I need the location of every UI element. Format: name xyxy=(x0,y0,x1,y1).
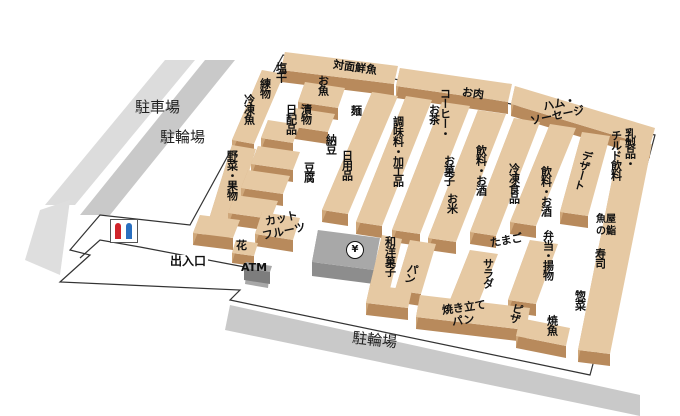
shelf-right-column-front xyxy=(578,350,610,366)
shelf-inryo-2-front xyxy=(510,222,536,238)
shelf-left-1-top xyxy=(251,146,300,170)
shelf-back-ham-front xyxy=(511,104,650,158)
section-shiohoshi: 塩干 xyxy=(274,62,288,82)
shelf-left-2-top xyxy=(241,170,290,194)
section-sakanaya-2: の鮨 xyxy=(596,226,616,237)
shelves xyxy=(193,52,655,366)
section-neri: 練物 xyxy=(258,78,272,98)
section-sozai: 惣菜 xyxy=(573,290,587,310)
shelf-nippai-top xyxy=(261,120,300,143)
shelf-right-column-top xyxy=(578,140,652,354)
shelf-corner-front xyxy=(366,303,408,320)
section-nippai: 日配品 xyxy=(284,104,298,134)
section-natto: 納豆 xyxy=(324,134,338,154)
section-reitou-sakana: 冷凍魚 xyxy=(242,94,256,124)
section-nyuseihin: 乳製品・ xyxy=(623,128,637,168)
shelf-back-fish-top xyxy=(281,52,398,84)
car-parking-strip xyxy=(80,60,235,215)
shelf-wayogashi-top xyxy=(370,235,402,289)
shelf-back-fish-front xyxy=(281,70,394,96)
shelf-yasai-top xyxy=(205,145,256,236)
shelf-pan-top xyxy=(395,240,436,294)
restroom-icon xyxy=(110,219,138,243)
male-icon xyxy=(126,223,132,239)
shelf-shiohoshi-top xyxy=(232,70,284,144)
shelf-dessert-top xyxy=(560,132,610,216)
shelf-back-ham-top xyxy=(511,86,655,146)
car-parking-strip xyxy=(45,60,195,205)
section-sushi: 寿司 xyxy=(593,248,607,268)
section-coffee: コーヒー・ xyxy=(438,88,452,138)
side-walkway xyxy=(25,200,70,275)
shelf-salad-top xyxy=(450,250,498,304)
shelf-hana-top xyxy=(232,240,258,256)
atm-top-front xyxy=(244,268,270,284)
shelf-chomi-top xyxy=(356,96,432,226)
section-hana: 花 xyxy=(236,239,247,252)
shelf-yakitate-front xyxy=(416,317,526,342)
shelf-yakitate-top xyxy=(416,295,530,330)
section-tofu: 豆腐 xyxy=(302,162,316,182)
section-tsukemono: 漬物 xyxy=(299,104,313,124)
section-yasai-kudamono: 野菜・果物 xyxy=(225,150,239,200)
shelf-reitou-front xyxy=(470,232,496,248)
shelf-back-meat-front xyxy=(396,86,508,114)
shelf-inryo-1-top xyxy=(428,110,506,242)
section-salad: サラダ xyxy=(481,258,495,288)
shelf-okashi-top xyxy=(392,102,470,234)
yen-icon: ¥ xyxy=(346,241,364,259)
shelf-chomi-front xyxy=(356,222,382,238)
parking-areas xyxy=(25,60,640,416)
section-chomiryo: 調味料・加工品 xyxy=(391,116,405,186)
section-yakizakana: 焼魚 xyxy=(545,315,559,335)
section-okashi: お菓子 xyxy=(442,155,456,185)
atm-label: ATM xyxy=(241,261,268,274)
bank-block-front xyxy=(312,262,374,284)
shelf-back-meat-top xyxy=(396,68,512,102)
section-yakitate-2: パン xyxy=(451,312,476,329)
shelf-natto-nichiyo-front xyxy=(322,210,348,226)
shelf-reitou-top xyxy=(470,118,540,236)
car-parking-label: 駐車場 xyxy=(135,98,181,116)
section-ocha: お茶 xyxy=(427,104,441,124)
atm-top-top xyxy=(244,262,272,272)
shelf-corner-top xyxy=(366,285,412,308)
shelf-left-4-top xyxy=(193,215,240,238)
female-icon xyxy=(115,223,121,239)
shelf-natto-nichiyo-top xyxy=(322,92,398,214)
shelf-bento-top xyxy=(508,240,558,304)
shelf-osakana-top xyxy=(298,82,345,108)
shelf-tsukemono-top xyxy=(288,108,335,132)
section-inryo-osake-1: 飲料・お酒 xyxy=(474,145,488,195)
bike-parking-strip xyxy=(225,305,640,416)
shelf-inryo-1-front xyxy=(428,238,456,254)
shelf-cut-fruit-top xyxy=(255,212,300,240)
shelf-yakizakana-front xyxy=(516,336,566,358)
section-oniku: お肉 xyxy=(461,85,485,102)
shelf-left-4-front xyxy=(193,233,233,250)
section-okome: お米 xyxy=(445,193,459,213)
section-chilled: チルド飲料 xyxy=(609,130,623,180)
shelf-inryo-2-top xyxy=(510,124,576,226)
section-bento: 弁当・揚物 xyxy=(541,230,555,280)
shelf-yakizakana-top xyxy=(516,318,570,346)
bike-parking-label-left: 駐輪場 xyxy=(160,128,206,146)
section-nichiyohin: 日用品 xyxy=(340,150,354,180)
section-men: 麺 xyxy=(349,105,363,115)
section-sakanaya-1: 魚屋 xyxy=(596,214,616,225)
section-inryo-osake-2: 飲料・お酒 xyxy=(539,166,553,216)
entrance-label: 出入口 xyxy=(168,254,209,268)
section-wayogashi: 和洋菓子 xyxy=(383,236,397,276)
section-osakana: お魚 xyxy=(316,75,330,95)
shelf-dessert-front xyxy=(560,212,588,228)
section-reitou-shokuhin: 冷凍食品 xyxy=(507,163,521,203)
